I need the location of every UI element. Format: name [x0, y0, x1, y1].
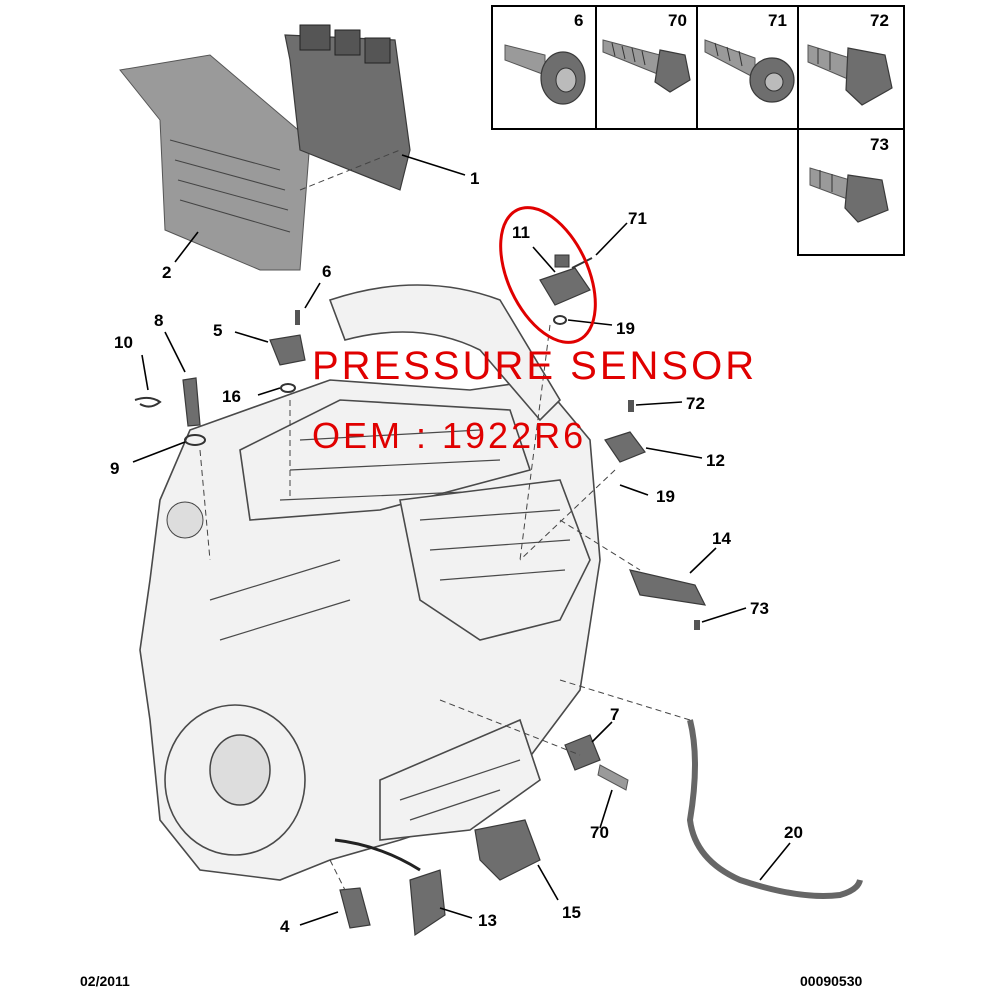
part-screw-72	[628, 400, 634, 412]
callout-72: 72	[686, 394, 705, 413]
callout-73: 73	[750, 599, 769, 618]
fastener-table	[491, 5, 905, 256]
callout-71: 71	[628, 209, 647, 228]
callout-12: 12	[706, 451, 725, 470]
callout-7: 7	[610, 705, 620, 724]
assembly-lines	[199, 149, 691, 891]
callout-8: 8	[154, 311, 164, 330]
callout-10: 10	[114, 333, 133, 352]
part-16	[280, 383, 296, 393]
callout-16: 16	[222, 387, 241, 406]
ecu-bracket-2	[119, 54, 311, 271]
bolt-70-icon	[602, 39, 691, 93]
part-15	[474, 819, 541, 881]
engine-block	[139, 284, 601, 881]
callout-13: 13	[478, 911, 497, 930]
callout-70: 70	[590, 823, 609, 842]
ecu-module-1	[284, 24, 411, 191]
bolt-72-icon	[807, 44, 893, 106]
callout-4: 4	[280, 917, 290, 936]
box-label-71: 71	[768, 11, 787, 30]
callout-19-lower: 19	[656, 487, 675, 506]
callout-5: 5	[213, 321, 223, 340]
part-14	[629, 569, 707, 606]
part-screw-73	[694, 620, 700, 630]
box-label-73: 73	[870, 135, 889, 154]
part-4	[339, 887, 371, 929]
footer-date: 02/2011	[80, 973, 130, 989]
callout-2: 2	[162, 263, 172, 282]
part-screw-6	[295, 310, 300, 325]
part-wiring	[334, 838, 421, 872]
callout-11: 11	[512, 223, 530, 242]
footer-reference: 00090530	[800, 973, 863, 989]
part-13	[409, 869, 446, 937]
bolt-73-icon	[809, 167, 889, 223]
callout-9: 9	[110, 459, 120, 478]
part-pressure-sensor-11	[539, 254, 591, 306]
part-5	[269, 334, 306, 366]
part-9	[184, 434, 206, 446]
leader-lines	[132, 154, 791, 926]
part-12	[604, 431, 646, 463]
screw-71-icon	[704, 39, 795, 103]
box-label-6: 6	[574, 11, 584, 30]
overlay-title: PRESSURE SENSOR	[312, 344, 758, 388]
overlay-oem: OEM : 1922R6	[312, 415, 587, 456]
part-7	[564, 734, 601, 771]
callout-20: 20	[784, 823, 803, 842]
callout-15: 15	[562, 903, 581, 922]
part-8	[182, 377, 201, 427]
callout-6: 6	[322, 262, 332, 281]
part-seal-19	[553, 315, 567, 325]
part-20-wire	[686, 719, 863, 899]
screw-6-icon	[504, 44, 586, 105]
box-label-70: 70	[668, 11, 687, 30]
part-screw-71	[571, 257, 593, 269]
callout-14: 14	[712, 529, 731, 548]
part-bolt-70	[597, 764, 629, 791]
callout-19-upper: 19	[616, 319, 635, 338]
callout-1: 1	[470, 169, 480, 188]
highlight-circle	[499, 206, 597, 344]
part-10	[134, 396, 162, 408]
box-label-72: 72	[870, 11, 889, 30]
